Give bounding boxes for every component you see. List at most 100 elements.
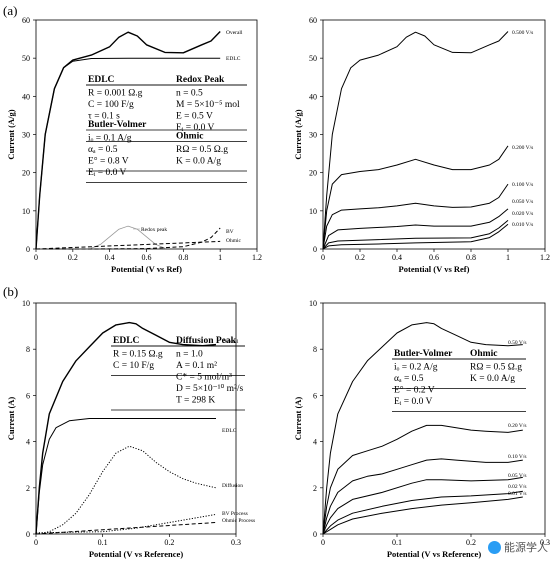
y-tick-label: 6: [313, 391, 317, 400]
x-tick-label: 0: [34, 253, 38, 262]
x-tick-label: 1: [506, 253, 510, 262]
x-tick-label: 0.2: [355, 253, 365, 262]
y-tick-label: 10: [309, 299, 317, 308]
y-tick-label: 0: [26, 245, 30, 254]
series-line: [91, 225, 166, 249]
y-tick-label: 8: [313, 345, 317, 354]
x-tick-label: 1.2: [252, 253, 262, 262]
param-line: iₒ = 0.1 A/g: [88, 134, 132, 144]
y-tick-label: 10: [22, 299, 30, 308]
series-line: [322, 458, 523, 535]
series-label: BV: [226, 229, 234, 235]
y-tick-label: 8: [26, 345, 30, 354]
series-line: [36, 227, 221, 250]
param-line: n = 1.0: [176, 350, 203, 360]
series-line: [322, 476, 523, 535]
y-tick-label: 2: [313, 484, 317, 493]
y-tick-label: 0: [313, 245, 317, 254]
x-tick-label: 0.2: [164, 538, 174, 547]
y-tick-label: 50: [22, 54, 30, 63]
x-axis-label: Potential (V vs Reference): [89, 549, 184, 559]
y-tick-label: 4: [26, 438, 30, 447]
param-line: RΩ = 0.5 Ω.g: [176, 145, 228, 155]
param-heading: Diffusion Peak: [176, 336, 237, 346]
param-heading: Ohmic: [176, 132, 203, 142]
series-line: [322, 183, 509, 250]
y-axis-label: Current (A/g): [293, 109, 303, 159]
param-line: A = 0.1 m²: [176, 361, 217, 371]
series-line: [322, 424, 523, 535]
series-label: Overall: [222, 339, 239, 345]
param-line: R = 0.001 Ω.g: [88, 89, 143, 99]
y-axis-label: Current (A): [6, 397, 16, 441]
watermark-text: 能源学人: [504, 542, 548, 554]
param-line: αₐ = 0.5: [394, 374, 424, 384]
param-line: D = 5×10⁻¹⁰ m²/s: [176, 383, 243, 394]
series-line: [35, 513, 217, 534]
x-tick-label: 0.3: [231, 538, 241, 547]
param-line: τ = 0.1 s: [88, 112, 120, 122]
series-label: 0.01 V/s: [508, 491, 527, 497]
series-line: [35, 522, 217, 535]
y-tick-label: 20: [309, 169, 317, 178]
param-heading: EDLC: [113, 336, 140, 346]
watermark: 能源学人: [488, 539, 548, 555]
series-label: Ohmic: [226, 238, 242, 244]
y-tick-label: 60: [309, 16, 317, 25]
y-tick-label: 30: [22, 131, 30, 140]
y-axis-label: Current (A): [293, 397, 303, 441]
x-tick-label: 0.3: [540, 538, 550, 547]
series-line: [322, 208, 509, 250]
y-tick-label: 50: [309, 54, 317, 63]
series-line: [35, 321, 217, 535]
series-line: [322, 31, 509, 250]
y-tick-label: 0: [313, 530, 317, 539]
series-label: Ohmic Process: [222, 518, 255, 524]
x-tick-label: 0: [321, 253, 325, 262]
param-heading: Redox Peak: [176, 75, 225, 85]
plot-frame: [35, 302, 237, 535]
panel-label-b: (b): [3, 284, 18, 299]
series-line: [35, 418, 216, 535]
series-line: [322, 322, 523, 535]
series-label: Redox peak: [141, 227, 167, 233]
series-line: [322, 145, 509, 250]
param-line: M = 5×10⁻⁵ mol: [176, 100, 240, 110]
series-label: 0.02 V/s: [508, 484, 527, 490]
series-line: [322, 223, 509, 250]
series-line: [322, 496, 523, 535]
param-line: R = 0.15 Ω.g: [113, 350, 163, 360]
param-line: n = 0.5: [176, 89, 203, 99]
param-line: Eᵢ = 0.0 V: [394, 397, 433, 407]
param-line: RΩ = 0.5 Ω.g: [470, 363, 522, 373]
param-line: E° = 0.2 V: [394, 385, 435, 396]
x-tick-label: 0: [321, 538, 325, 547]
param-line: K = 0.0 A/g: [470, 374, 515, 384]
param-line: K = 0.0 A/g: [176, 157, 221, 167]
plot-frame: [35, 19, 258, 250]
series-label: 0.20 V/s: [508, 423, 527, 429]
y-tick-label: 10: [309, 207, 317, 216]
series-label: 0.050 V/s: [512, 199, 533, 205]
x-axis-label: Potential (V vs Reference): [387, 549, 482, 559]
y-tick-label: 40: [309, 92, 317, 101]
x-axis-label: Potential (V vs Ref): [399, 264, 470, 274]
param-line: E = 0.5 V: [176, 112, 213, 122]
param-heading: Butler-Volmer: [88, 120, 147, 130]
y-tick-label: 2: [26, 484, 30, 493]
series-label: 0.020 V/s: [512, 211, 533, 217]
x-tick-label: 0.8: [178, 253, 188, 262]
param-heading: Ohmic: [470, 349, 497, 359]
panel-label-a: (a): [3, 3, 17, 18]
param-line: Eᵢ = 0.0 V: [88, 168, 127, 178]
x-axis-label: Potential (V vs Ref): [111, 264, 182, 274]
series-label: 0.100 V/s: [512, 182, 533, 188]
y-tick-label: 6: [26, 391, 30, 400]
param-line: C = 100 F/g: [88, 100, 134, 110]
